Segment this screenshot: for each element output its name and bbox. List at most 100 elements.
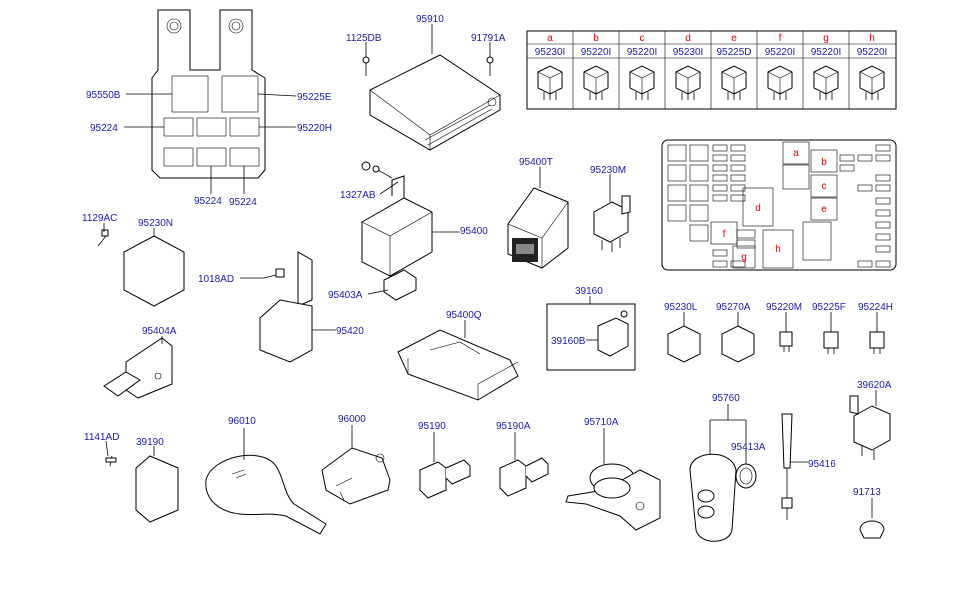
relay-part-e: 95225D — [716, 47, 751, 58]
label-95403A: 95403A — [328, 290, 363, 301]
fuse-slot-e: e — [821, 204, 827, 215]
antenna-95416-part — [781, 413, 793, 520]
label-95224-bottom-1: 95224 — [194, 196, 222, 207]
cover-96000-part — [321, 447, 391, 505]
label-95550B: 95550B — [86, 90, 121, 101]
label-96010: 96010 — [228, 416, 256, 427]
relay-95230M-part — [593, 195, 631, 252]
module-39190-part — [135, 455, 179, 523]
relay-95224H-part — [869, 331, 885, 354]
relay-part-d: 95230I — [673, 47, 704, 58]
label-39190: 39190 — [136, 437, 164, 448]
relay-icon-a — [537, 65, 563, 100]
label-95910: 95910 — [416, 14, 444, 25]
fuse-slot-f: f — [723, 229, 726, 240]
label-96000: 96000 — [338, 414, 366, 425]
control-box-95400T-part — [507, 187, 569, 269]
fuse-slot-b: b — [821, 157, 827, 168]
label-95420: 95420 — [336, 326, 364, 337]
relay-95270A-part — [721, 325, 755, 363]
relay-icon-d — [675, 65, 701, 100]
bolt-1018AD-part — [263, 268, 285, 279]
label-95224-left: 95224 — [90, 123, 118, 134]
relay-letter-h: h — [869, 33, 875, 44]
relay-part-c: 95220I — [627, 47, 658, 58]
sensor-95400-part — [361, 161, 433, 301]
screw-1141AD-part — [105, 455, 117, 467]
relay-icon-g — [813, 65, 839, 100]
relay-letter-f: f — [779, 33, 782, 44]
relay-95220M-part — [779, 331, 793, 352]
relay-letter-c: c — [640, 33, 645, 44]
label-95270A: 95270A — [716, 302, 751, 313]
label-95230L: 95230L — [664, 302, 698, 313]
relay-table — [526, 30, 897, 110]
relay-39620A-part — [849, 395, 891, 460]
relay-95225F-part — [823, 331, 839, 354]
relay-part-g: 95220I — [811, 47, 842, 58]
fuse-slot-a: a — [793, 148, 799, 159]
relay-part-f: 95220I — [765, 47, 796, 58]
airbag-module-part — [362, 52, 501, 151]
battery-95413A-part — [735, 463, 757, 489]
relay-letter-e: e — [731, 33, 737, 44]
relay-icon-c — [629, 65, 655, 100]
label-95190: 95190 — [418, 421, 446, 432]
label-1141AD: 1141AD — [84, 432, 119, 443]
label-95224-bottom-2: 95224 — [229, 197, 257, 208]
label-39160: 39160 — [575, 286, 603, 297]
label-95400: 95400 — [460, 226, 488, 237]
relay-letter-d: d — [685, 33, 691, 44]
relay-39160-box — [546, 303, 636, 371]
relay-letter-b: b — [593, 33, 599, 44]
plug-91713-part — [859, 520, 885, 539]
label-95220H: 95220H — [297, 123, 332, 134]
relay-letter-a: a — [547, 33, 553, 44]
label-95220M: 95220M — [766, 302, 802, 313]
fuse-box-layout — [661, 139, 897, 271]
label-95225F: 95225F — [812, 302, 846, 313]
screw-1129AC-part — [97, 229, 109, 247]
label-91791A: 91791A — [471, 33, 506, 44]
relay-part-h: 95220I — [857, 47, 888, 58]
relay-95230N-part — [123, 235, 185, 307]
module-95400Q-part — [397, 329, 519, 401]
label-95760: 95760 — [712, 393, 740, 404]
label-95710A: 95710A — [584, 417, 619, 428]
fuse-slot-c: c — [822, 181, 827, 192]
label-95224H: 95224H — [858, 302, 893, 313]
label-95400Q: 95400Q — [446, 310, 482, 321]
relay-part-a: 95230I — [535, 47, 566, 58]
label-91713: 91713 — [853, 487, 881, 498]
label-95230M: 95230M — [590, 165, 626, 176]
relay-letter-g: g — [823, 33, 829, 44]
remote-transmitter-part — [689, 453, 737, 542]
label-95416: 95416 — [808, 459, 836, 470]
relay-icon-f — [767, 65, 793, 100]
bracket-95404A-part — [103, 337, 173, 399]
fuse-slot-h: h — [775, 244, 781, 255]
fuse-slot-g: g — [741, 252, 747, 263]
relay-icon-h — [859, 65, 885, 100]
relay-icon-b — [583, 65, 609, 100]
label-95225E: 95225E — [297, 92, 332, 103]
label-95404A: 95404A — [142, 326, 177, 337]
label-39160B: 39160B — [551, 336, 586, 347]
fuse-slot-d: d — [755, 203, 761, 214]
label-95230N: 95230N — [138, 218, 173, 229]
horn-cover-96010-part — [205, 454, 327, 535]
switch-95190-part — [419, 459, 471, 499]
relay-part-b: 95220I — [581, 47, 612, 58]
relay-95230L-part — [667, 325, 701, 363]
label-95190A: 95190A — [496, 421, 531, 432]
siren-95710A-part — [565, 463, 661, 531]
relay-icon-row — [537, 65, 885, 100]
label-1129AC: 1129AC — [82, 213, 117, 224]
label-1327AB: 1327AB — [340, 190, 376, 201]
label-1125DB: 1125DB — [346, 33, 382, 44]
relay-icon-e — [721, 65, 747, 100]
label-1018AD: 1018AD — [198, 274, 234, 285]
label-95413A: 95413A — [731, 442, 766, 453]
label-39620A: 39620A — [857, 380, 892, 391]
